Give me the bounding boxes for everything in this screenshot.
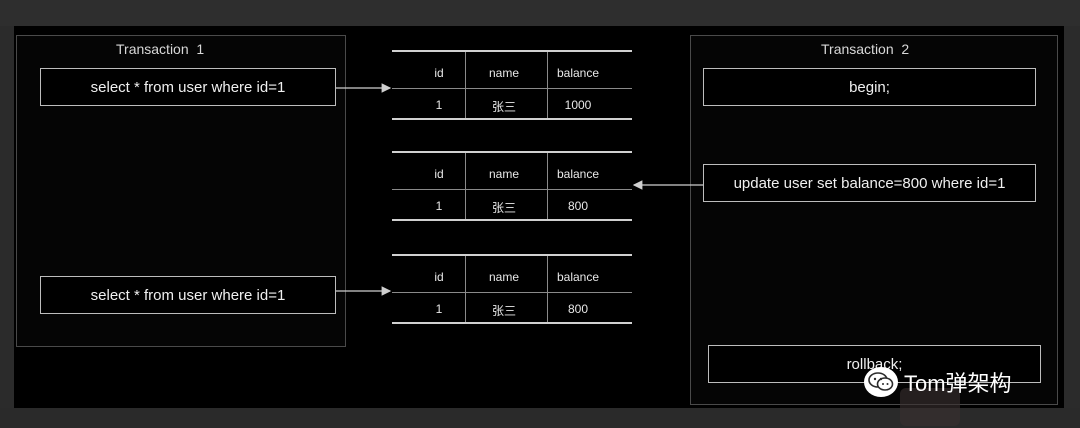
header-balance: balance xyxy=(556,270,600,284)
table-col-divider xyxy=(465,153,466,219)
header-id: id xyxy=(434,270,444,284)
table-top-rule xyxy=(392,151,632,153)
table-mid-rule xyxy=(392,88,632,89)
watermark-text: Tom弹架构 xyxy=(904,371,1012,396)
header-balance: balance xyxy=(556,167,600,181)
table-top-rule xyxy=(392,50,632,52)
cell-balance: 1000 xyxy=(564,98,592,112)
t1-select-box-1: select * from user where id=1 xyxy=(40,68,336,106)
table-mid-rule xyxy=(392,292,632,293)
watermark: Tom弹架构 xyxy=(864,364,1054,400)
cell-name: 张三 xyxy=(491,304,516,318)
table-bottom-rule xyxy=(392,118,632,120)
bottom-band xyxy=(0,408,1080,428)
user-table-1: id name balance 1 张三 1000 xyxy=(392,50,632,120)
table-col-divider xyxy=(465,52,466,118)
table-mid-rule xyxy=(392,189,632,190)
header-name: name xyxy=(488,270,520,284)
user-table-3: id name balance 1 张三 800 xyxy=(392,254,632,324)
table-col-divider xyxy=(547,52,548,118)
header-name: name xyxy=(488,167,520,181)
transaction-1-title: Transaction 1 xyxy=(116,41,205,57)
table-bottom-rule xyxy=(392,219,632,221)
t1-select-box-2: select * from user where id=1 xyxy=(40,276,336,314)
cell-id: 1 xyxy=(435,199,443,213)
header-id: id xyxy=(434,66,444,80)
table-col-divider xyxy=(547,153,548,219)
header-name: name xyxy=(488,66,520,80)
table-top-rule xyxy=(392,254,632,256)
top-band xyxy=(0,0,1080,26)
cell-id: 1 xyxy=(435,98,443,112)
t2-begin-box: begin; xyxy=(703,68,1036,106)
wechat-icon xyxy=(864,367,898,397)
transaction-2-title: Transaction 2 xyxy=(821,41,910,57)
user-table-2: id name balance 1 张三 800 xyxy=(392,151,632,221)
cell-id: 1 xyxy=(435,302,443,316)
watermark-seal xyxy=(900,388,960,426)
cell-name: 张三 xyxy=(491,100,516,114)
cell-name: 张三 xyxy=(491,201,516,215)
header-id: id xyxy=(434,167,444,181)
header-balance: balance xyxy=(556,66,600,80)
cell-balance: 800 xyxy=(567,199,589,213)
table-col-divider xyxy=(465,256,466,322)
table-bottom-rule xyxy=(392,322,632,324)
table-col-divider xyxy=(547,256,548,322)
cell-balance: 800 xyxy=(567,302,589,316)
t2-update-box: update user set balance=800 where id=1 xyxy=(703,164,1036,202)
